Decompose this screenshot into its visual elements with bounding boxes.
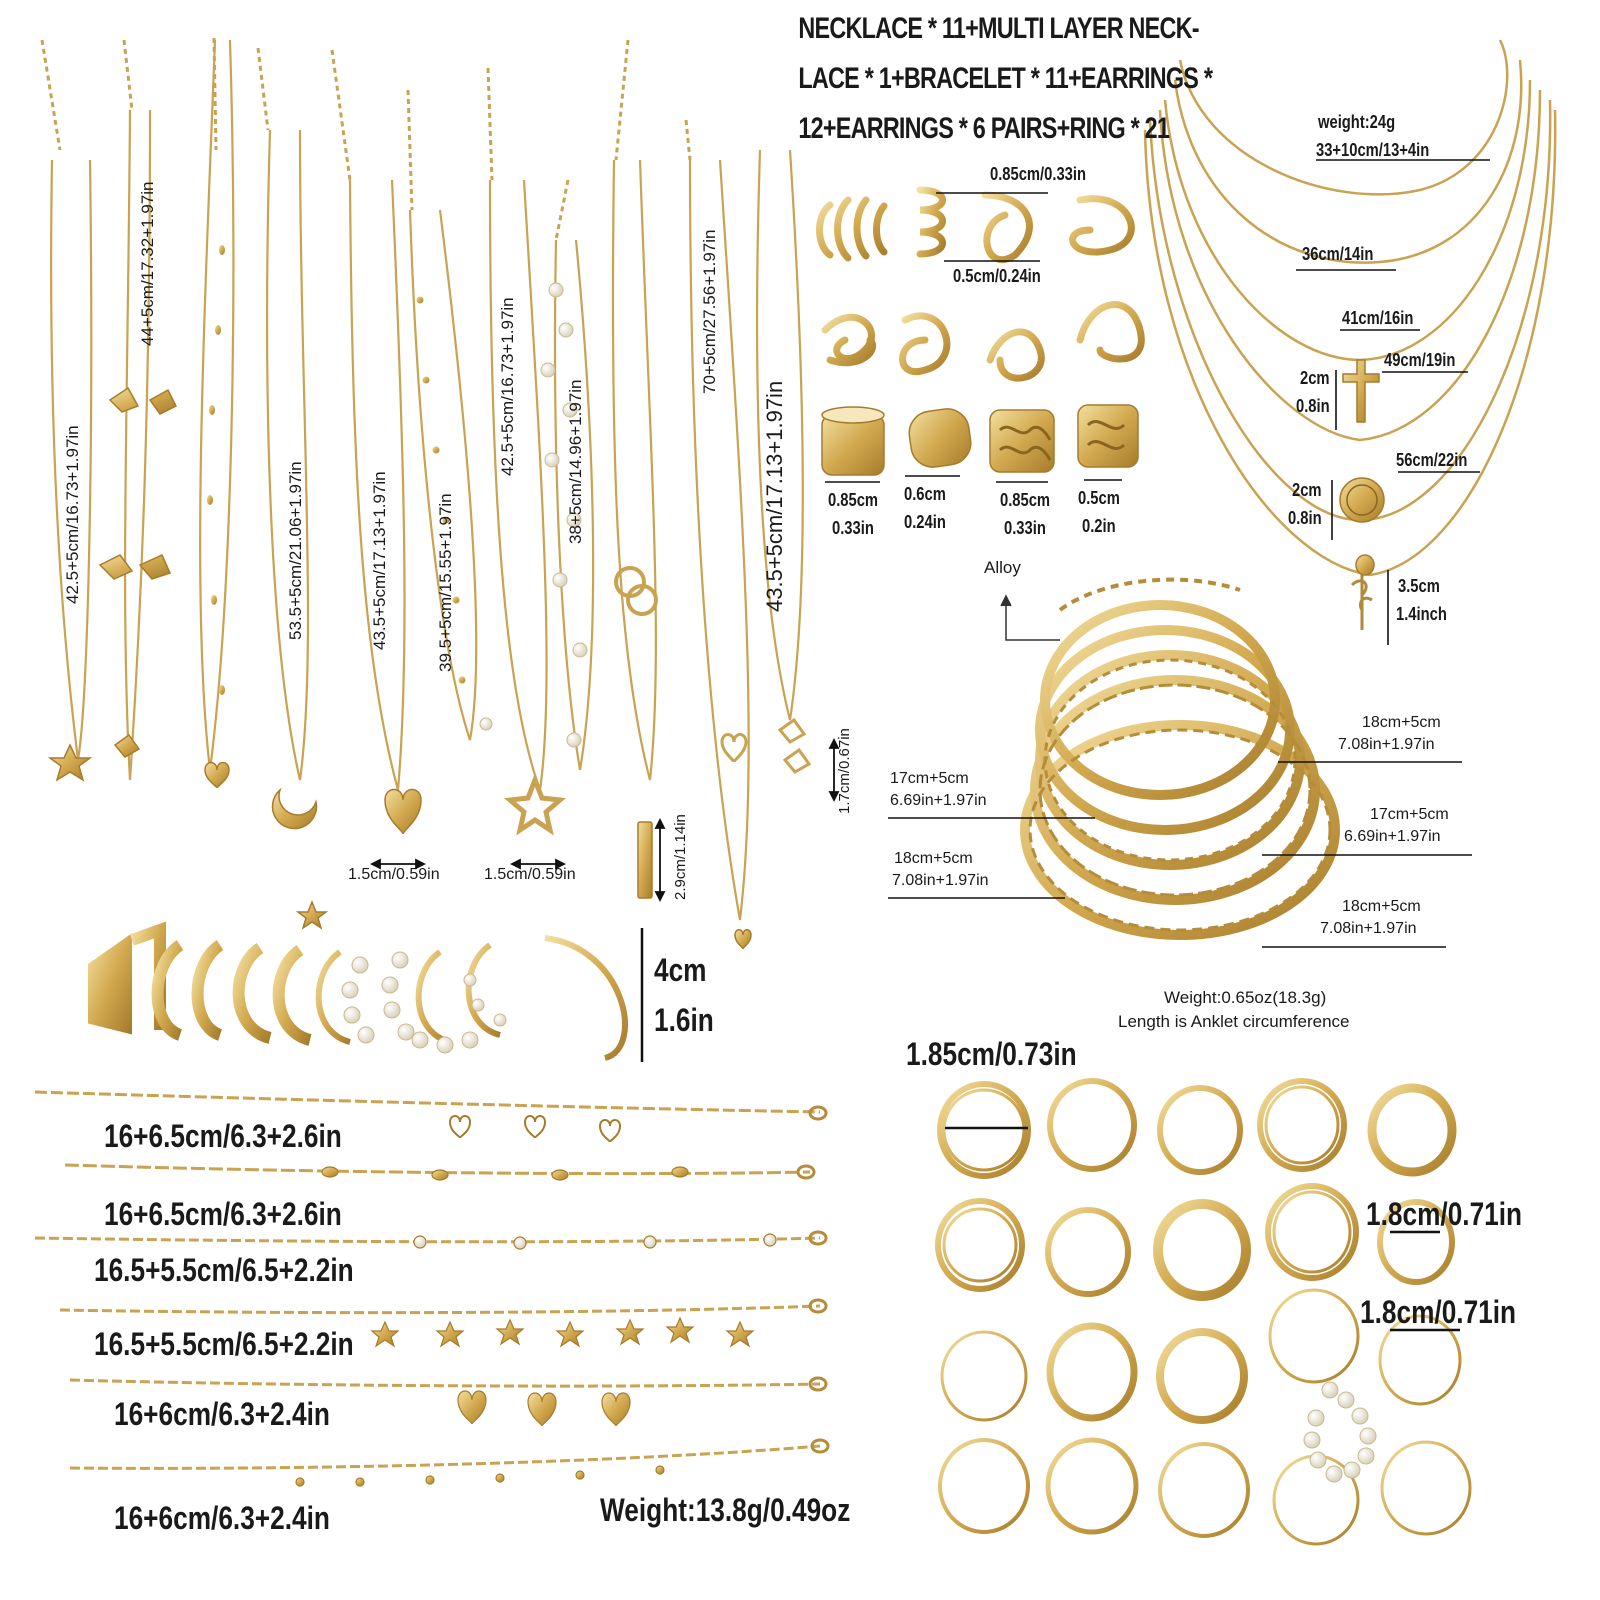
hoop-size-cm: 4cm <box>654 952 707 988</box>
alloy-arrow <box>1000 594 1060 641</box>
cuff-size-4-in: 0.2in <box>1082 516 1116 536</box>
necklace-length-3: 53.5+5cm/21.06+1.97in <box>286 461 305 640</box>
rose-size-in: 1.4inch <box>1396 604 1447 624</box>
necklace-length-2: 44+5cm/17.32+1.97in <box>138 181 157 346</box>
pendant-size-bar: 2.9cm/1.14in <box>672 814 689 900</box>
multilayer-length-2: 36cm/14in <box>1302 244 1374 264</box>
anklet-length-6: 16+6cm/6.3+2.4in <box>114 1500 330 1536</box>
bracelet-material: Alloy <box>984 558 1021 577</box>
coin-size-cm: 2cm <box>1292 480 1322 500</box>
necklace-length-9: 43.5+5cm/17.13+1.97in <box>762 380 787 612</box>
bracelet-weight: Weight:0.65oz(18.3g) <box>1164 988 1327 1007</box>
anklet-charms <box>295 1115 777 1487</box>
ring-size-1: 1.85cm/0.73in <box>906 1036 1077 1072</box>
ring-pearls <box>1303 1381 1377 1483</box>
hoop-earrings <box>88 921 628 1061</box>
rings-grid <box>935 1078 1472 1546</box>
necklace-length-1: 42.5+5cm/16.73+1.97in <box>63 425 82 604</box>
anklet-length-4: 16.5+5.5cm/6.5+2.2in <box>94 1326 354 1362</box>
anklet-length-1: 16+6.5cm/6.3+2.6in <box>104 1118 342 1154</box>
anklet-weight: Weight:13.8g/0.49oz <box>600 1492 851 1528</box>
arrow-marks <box>369 737 840 903</box>
bracelet-1-in: 7.08in+1.97in <box>1338 736 1435 753</box>
multilayer-length-3: 41cm/16in <box>1342 308 1414 328</box>
necklace-group <box>50 39 804 921</box>
bracelet-3-cm: 17cm+5cm <box>1370 806 1449 823</box>
cuff-band-width: 0.5cm/0.24in <box>953 266 1041 286</box>
bracelet-3-in: 6.69in+1.97in <box>1344 828 1441 845</box>
pendant-size-star: 1.5cm/0.59in <box>484 866 576 883</box>
bracelet-stack <box>1020 600 1340 940</box>
ring-size-3: 1.8cm/0.71in <box>1360 1294 1517 1330</box>
anklet-length-5: 16+6cm/6.3+2.4in <box>114 1396 330 1432</box>
title-line-1: NECKLACE * 11+MULTI LAYER NECK- <box>798 12 1199 45</box>
bracelet-1-cm: 18cm+5cm <box>1362 714 1441 731</box>
bracelet-4-cm: 18cm+5cm <box>894 850 973 867</box>
necklace-length-5: 39.5+5cm/15.55+1.97in <box>436 493 455 672</box>
cross-size-cm: 2cm <box>1300 368 1330 388</box>
necklace-length-8: 70+5cm/27.56+1.97in <box>700 229 719 394</box>
rose-size-cm: 3.5cm <box>1398 576 1440 596</box>
bracelet-note: Length is Anklet circumference <box>1118 1012 1350 1031</box>
bracelet-2-cm: 17cm+5cm <box>890 770 969 787</box>
bracelet-links <box>1028 577 1332 932</box>
multilayer-length-1: 33+10cm/13+4in <box>1316 140 1430 160</box>
hoop-size-in: 1.6in <box>654 1002 714 1038</box>
hoop-pearls <box>341 951 507 1054</box>
cuff-size-2-cm: 0.6cm <box>904 484 946 504</box>
necklace-length-6: 42.5+5cm/16.73+1.97in <box>498 297 517 476</box>
cuff-size-1-cm: 0.85cm <box>828 490 879 510</box>
necklace-length-7: 38+5cm/14.96+1.97in <box>566 379 585 544</box>
necklace-length-4: 43.5+5cm/17.13+1.97in <box>370 471 389 650</box>
cuff-top-width: 0.85cm/0.33in <box>990 164 1087 184</box>
cross-size-in: 0.8in <box>1296 396 1330 416</box>
bracelet-4-in: 7.08in+1.97in <box>892 872 989 889</box>
cuff-rings <box>821 404 1139 476</box>
bracelet-5-in: 7.08in+1.97in <box>1320 920 1417 937</box>
cuff-size-3-in: 0.33in <box>1004 518 1046 538</box>
coin-size-in: 0.8in <box>1288 508 1322 528</box>
ear-cuffs <box>816 186 1145 382</box>
necklace-pearls <box>479 282 588 748</box>
pendants <box>47 386 812 950</box>
cuff-size-2-in: 0.24in <box>904 512 946 532</box>
cuff-size-3-cm: 0.85cm <box>1000 490 1051 510</box>
multilayer-pendants <box>1339 359 1385 630</box>
cuff-size-1-in: 0.33in <box>832 518 874 538</box>
anklet-length-2: 16+6.5cm/6.3+2.6in <box>104 1196 342 1232</box>
extender-chains <box>40 37 692 241</box>
title-line-2: LACE * 1+BRACELET * 11+EARRINGS * <box>798 62 1213 95</box>
pendant-size-heart: 1.5cm/0.59in <box>348 866 440 883</box>
title-line-3: 12+EARRINGS * 6 PAIRS+RING * 21 <box>798 112 1170 145</box>
necklace-beads <box>207 245 466 695</box>
multilayer-weight: weight:24g <box>1318 112 1396 132</box>
anklet-length-3: 16.5+5.5cm/6.5+2.2in <box>94 1252 354 1288</box>
measure-lines <box>825 159 1490 1332</box>
pendant-size-butterfly: 1.7cm/0.67in <box>836 728 853 814</box>
anklet-clasps <box>796 1105 830 1454</box>
multilayer-length-4: 49cm/19in <box>1384 350 1456 370</box>
bracelet-5-cm: 18cm+5cm <box>1342 898 1421 915</box>
cuff-size-4-cm: 0.5cm <box>1078 488 1120 508</box>
bracelet-2-in: 6.69in+1.97in <box>890 792 987 809</box>
multilayer-length-5: 56cm/22in <box>1396 450 1468 470</box>
ring-size-2: 1.8cm/0.71in <box>1366 1196 1523 1232</box>
